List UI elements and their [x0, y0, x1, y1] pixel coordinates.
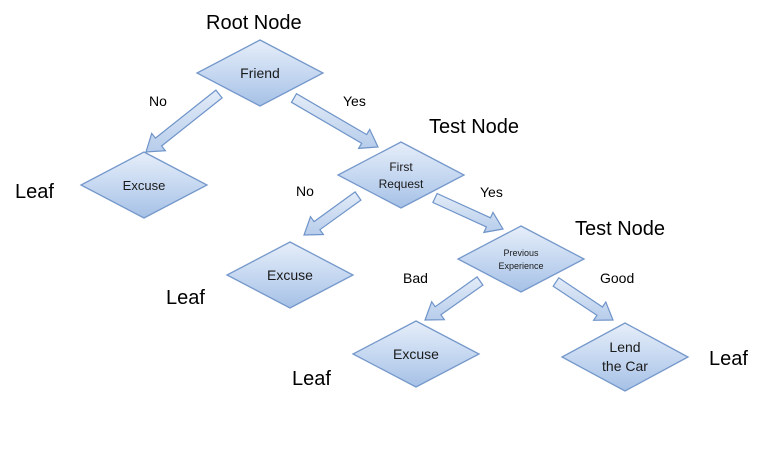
label-leaf-3: Leaf [292, 368, 331, 390]
label-test-node-2: Test Node [575, 218, 665, 240]
arrow-friend-yes [290, 92, 379, 150]
node-excuse-3: Excuse [351, 320, 481, 388]
label-leaf-1: Leaf [15, 181, 54, 203]
node-lend-car-line1: Lend [609, 339, 640, 355]
node-excuse-3-label: Excuse [393, 346, 439, 362]
edge-label-friend-yes: Yes [343, 93, 366, 109]
label-test-node-1: Test Node [429, 116, 519, 138]
label-root-node: Root Node [206, 12, 302, 34]
node-lend-car: Lend the Car [560, 322, 690, 392]
arrow-first-no [303, 191, 362, 236]
edge-label-friend-no: No [149, 93, 167, 109]
node-lend-car-line2: the Car [602, 358, 648, 374]
node-first-request-line1: First [389, 160, 413, 174]
node-first-request: First Request [336, 141, 466, 209]
node-previous-experience-line2: Experience [498, 261, 543, 271]
node-previous-experience: Previous Experience [456, 225, 586, 293]
node-friend: Friend [195, 39, 325, 107]
arrow-first-yes [432, 192, 504, 234]
arrow-prev-bad [424, 276, 484, 321]
node-excuse-2-label: Excuse [267, 267, 313, 283]
label-leaf-4: Leaf [709, 348, 748, 370]
node-excuse-1: Excuse [79, 151, 209, 219]
arrow-prev-good [552, 276, 614, 321]
node-excuse-2: Excuse [225, 241, 355, 309]
label-leaf-2: Leaf [166, 287, 205, 309]
edge-label-prev-bad: Bad [403, 270, 428, 286]
node-first-request-line2: Request [379, 177, 424, 191]
edge-label-first-yes: Yes [480, 184, 503, 200]
node-previous-experience-line1: Previous [503, 248, 539, 258]
edge-label-first-no: No [296, 183, 314, 199]
arrow-friend-no [145, 89, 223, 153]
node-excuse-1-label: Excuse [123, 178, 166, 193]
edge-label-prev-good: Good [600, 270, 634, 286]
node-friend-label: Friend [240, 65, 280, 81]
arrows [145, 89, 614, 321]
